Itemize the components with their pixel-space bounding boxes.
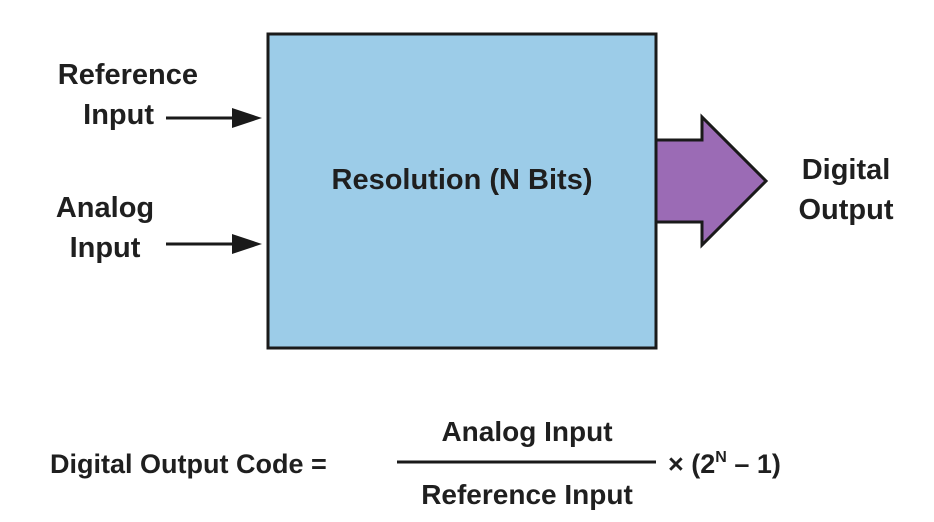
digital-output-label: Digital Output (786, 150, 906, 230)
analog-input-line2: Input (69, 232, 141, 264)
formula-tail: – 1) (726, 449, 781, 479)
digital-output-arrow (654, 113, 769, 249)
reference-input-label: Reference Input (20, 55, 198, 135)
reference-input-line2: Input (83, 99, 154, 131)
digital-output-line1: Digital (801, 154, 891, 186)
analog-input-arrow (166, 234, 262, 254)
formula-multiply: × (2 (668, 449, 716, 479)
converter-block (266, 32, 658, 350)
digital-output-line2: Output (798, 194, 894, 226)
reference-input-arrow (166, 108, 262, 128)
resolution-label: Resolution (N Bits) (331, 164, 593, 196)
analog-input-line1: Analog (55, 192, 155, 224)
formula-lhs: Digital Output Code = (50, 449, 327, 479)
formula-exponent: N (715, 449, 727, 466)
formula-denominator: Reference Input (421, 479, 633, 510)
formula-rhs: × (2N – 1) (668, 444, 781, 489)
reference-input-line1: Reference (57, 59, 198, 91)
analog-input-label: Analog Input (42, 188, 168, 268)
formula-numerator: Analog Input (441, 416, 613, 447)
